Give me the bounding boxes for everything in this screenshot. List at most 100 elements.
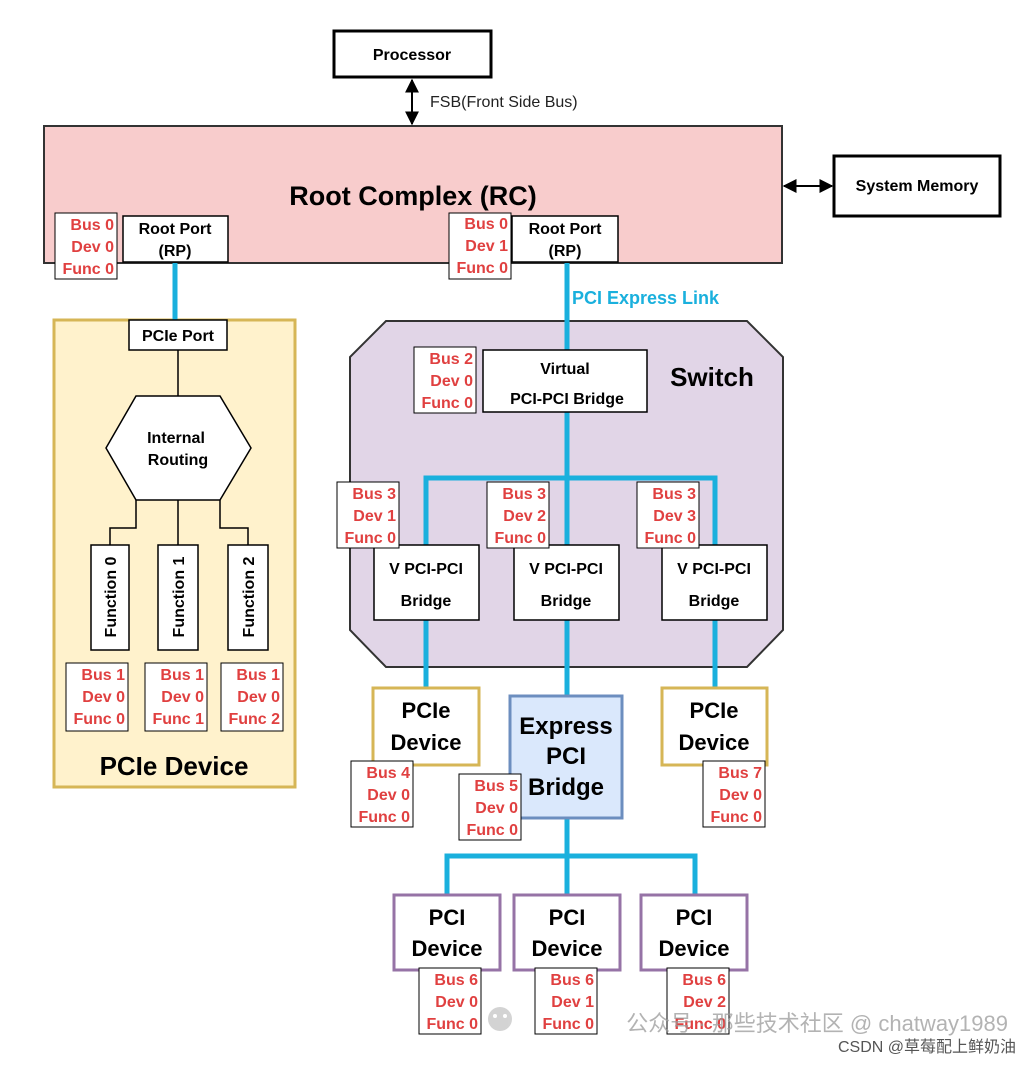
v-bridge-1-label-1: V PCI-PCI (389, 561, 463, 578)
bdf-v-bridge-3: Bus 3 Dev 3 Func 0 (636, 481, 700, 549)
bdf-root-port-left: Bus 0 Dev 0 Func 0 (54, 212, 118, 280)
bdf-func: Func 0 (426, 1016, 478, 1033)
bdf-dev: Dev 1 (465, 238, 508, 255)
bdf-func: Func 0 (644, 530, 696, 547)
bdf-dev: Dev 0 (237, 689, 280, 706)
bdf-express-bridge: Bus 5 Dev 0 Func 0 (458, 773, 522, 841)
bdf-dev: Dev 0 (430, 373, 473, 390)
internal-routing-label-2: Routing (148, 452, 208, 469)
bdf-pci-device-3: Bus 6 Dev 2 Func 0 (666, 967, 730, 1035)
bdf-dev: Dev 3 (653, 508, 696, 525)
bdf-dev: Dev 0 (719, 787, 762, 804)
bdf-dev: Dev 0 (475, 800, 518, 817)
root-port-left-label-2: (RP) (159, 243, 192, 260)
v-bridge-3-label-1: V PCI-PCI (677, 561, 751, 578)
bdf-v-bridge-1: Bus 3 Dev 1 Func 0 (336, 481, 400, 549)
bdf-bus: Bus 1 (160, 667, 204, 684)
bdf-v-bridge-2: Bus 3 Dev 2 Func 0 (486, 481, 550, 549)
bdf-func: Func 0 (73, 711, 125, 728)
bdf-func: Func 1 (152, 711, 204, 728)
bdf-func: Func 2 (228, 711, 280, 728)
pci-device-1-label-1: PCI (429, 905, 466, 930)
bdf-dev: Dev 0 (71, 239, 114, 256)
bdf-bus: Bus 5 (474, 778, 518, 795)
express-pci-bridge-box (508, 694, 624, 820)
pci-device-3-box (639, 893, 749, 972)
pci-device-1-box (392, 893, 502, 972)
pcie-port-label: PCIe Port (142, 328, 215, 345)
pcie-port-box (128, 319, 228, 351)
bdf-func: Func 0 (494, 530, 546, 547)
wechat-icon (488, 1007, 512, 1031)
v-bridge-3-box (661, 544, 768, 621)
switch-label: Switch (670, 362, 754, 392)
function-2-label: Function 2 (241, 556, 258, 637)
bdf-dev: Dev 1 (551, 994, 594, 1011)
virtual-bridge-label-2: PCI-PCI Bridge (510, 391, 624, 408)
bdf-bus: Bus 3 (502, 486, 546, 503)
root-port-right-label-1: Root Port (529, 221, 603, 238)
v-bridge-2-box (513, 544, 620, 621)
pci-device-3-label-1: PCI (676, 905, 713, 930)
v-bridge-2-label-1: V PCI-PCI (529, 561, 603, 578)
pci-device-3-label-2: Device (659, 936, 730, 961)
pci-device-2-label-1: PCI (549, 905, 586, 930)
bdf-bus: Bus 1 (236, 667, 280, 684)
function-0-box (90, 544, 130, 651)
express-pci-bridge-label-3: Bridge (528, 774, 604, 801)
bdf-dev: Dev 0 (435, 994, 478, 1011)
bdf-bus: Bus 1 (81, 667, 125, 684)
bdf-bus: Bus 3 (352, 486, 396, 503)
function-1-box (157, 544, 199, 651)
pcie-device-right-label-2: Device (679, 730, 750, 755)
bdf-pcie-device-right: Bus 7 Dev 0 Func 0 (702, 760, 766, 828)
v-bridge-1-box (373, 544, 480, 621)
function-1-label: Function 1 (171, 556, 188, 637)
bdf-func: Func 0 (710, 809, 762, 826)
pci-express-link-label: PCI Express Link (572, 288, 720, 308)
bdf-bus: Bus 6 (550, 972, 594, 989)
bdf-pci-device-1: Bus 6 Dev 0 Func 0 (418, 967, 482, 1035)
bdf-bus: Bus 7 (718, 765, 762, 782)
root-port-left (122, 215, 229, 263)
pcie-device-container-label: PCIe Device (100, 751, 249, 781)
bdf-function-1: Bus 1 Dev 0 Func 1 (144, 662, 208, 732)
express-pci-bridge-label-1: Express (519, 713, 612, 740)
processor-label: Processor (373, 47, 451, 64)
bdf-dev: Dev 1 (353, 508, 396, 525)
v-bridge-3-label-2: Bridge (689, 593, 740, 610)
bdf-virtual-bridge: Bus 2 Dev 0 Func 0 (413, 346, 477, 414)
bdf-bus: Bus 6 (434, 972, 478, 989)
pci-device-2-box (512, 893, 622, 972)
watermark-line-1: 公众号 · 那些技术社区 @ chatway1989 (626, 1011, 1008, 1036)
bdf-func: Func 0 (421, 395, 473, 412)
pcie-device-right-box (660, 686, 769, 767)
pcie-device-left-box (371, 686, 481, 767)
pci-device-1-label-2: Device (412, 936, 483, 961)
bdf-bus: Bus 3 (652, 486, 696, 503)
function-2-box (227, 544, 269, 651)
bdf-bus: Bus 0 (70, 217, 114, 234)
bdf-func: Func 0 (344, 530, 396, 547)
bdf-dev: Dev 0 (367, 787, 410, 804)
watermark-line-2: CSDN @草莓配上鲜奶油 (838, 1038, 1016, 1056)
bdf-func: Func 0 (542, 1016, 594, 1033)
bdf-dev: Dev 0 (82, 689, 125, 706)
pcie-device-right-label-1: PCIe (690, 698, 739, 723)
pcie-device-left-label-1: PCIe (402, 698, 451, 723)
virtual-bridge-label-1: Virtual (540, 361, 590, 378)
bdf-func: Func 0 (456, 260, 508, 277)
fsb-label: FSB(Front Side Bus) (430, 94, 578, 111)
v-bridge-1-label-2: Bridge (401, 593, 452, 610)
pci-express-links (172, 263, 718, 895)
internal-wiring (109, 350, 249, 545)
internal-routing-hexagon (105, 395, 252, 501)
bdf-dev: Dev 2 (683, 994, 726, 1011)
bdf-bus: Bus 0 (464, 216, 508, 233)
pci-device-2-label-2: Device (532, 936, 603, 961)
bdf-root-port-right: Bus 0 Dev 1 Func 0 (448, 212, 512, 280)
bdf-bus: Bus 6 (682, 972, 726, 989)
root-port-left-label-1: Root Port (139, 221, 213, 238)
bdf-pcie-device-left: Bus 4 Dev 0 Func 0 (350, 760, 414, 828)
